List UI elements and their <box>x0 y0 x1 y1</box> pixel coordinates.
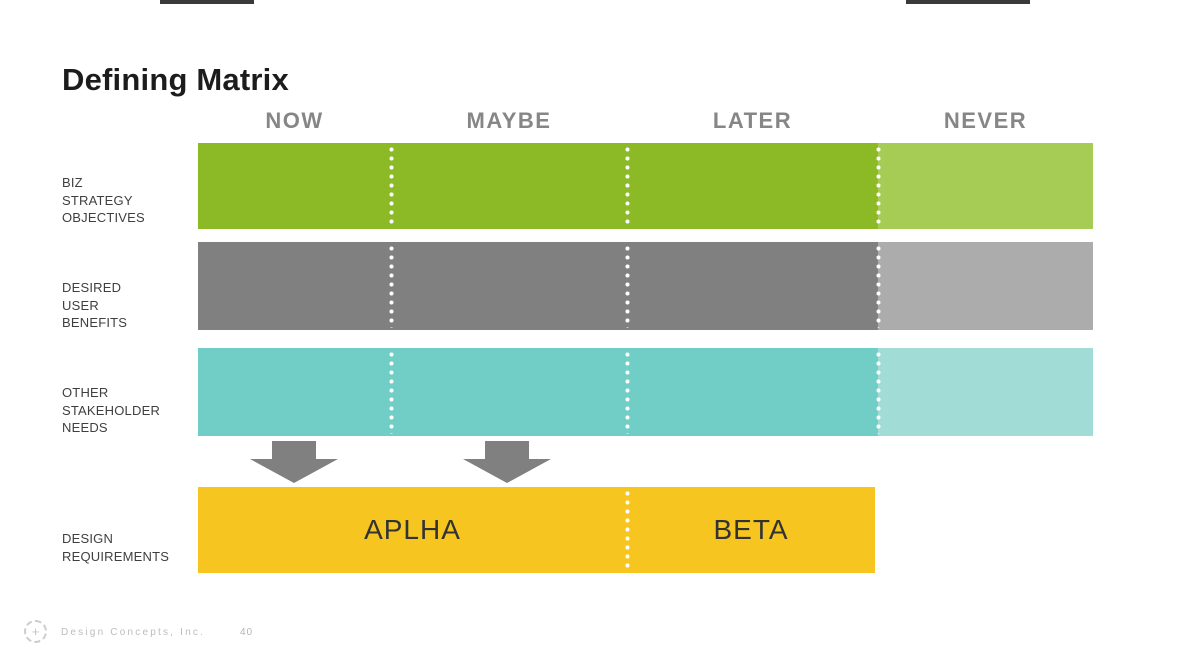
matrix-bar-design-requirements: APLHA BETA <box>198 487 875 573</box>
cropped-tab-fragment-right <box>906 0 1030 4</box>
column-header-maybe: MAYBE <box>466 108 552 133</box>
dotted-separator <box>876 145 881 227</box>
dotted-separator <box>625 145 630 227</box>
bar-segment-main <box>198 242 878 330</box>
bar-segment-main <box>198 143 878 229</box>
dotted-separator <box>389 145 394 227</box>
column-header-later: LATER <box>712 108 793 133</box>
bar-segment-never <box>878 143 1093 229</box>
down-arrow-icon <box>250 441 338 483</box>
down-arrow-icon <box>463 441 551 483</box>
page-number: 40 <box>240 627 254 638</box>
dotted-separator <box>389 350 394 434</box>
design-segment-beta: BETA <box>713 514 789 545</box>
company-logo-icon: + <box>24 620 47 643</box>
row-label-biz-strategy-objectives: BIZ STRATEGY OBJECTIVES <box>62 175 145 225</box>
dotted-separator <box>389 244 394 328</box>
bar-segment-main <box>198 348 878 436</box>
slide-title: Defining Matrix <box>62 62 289 97</box>
matrix-bar-biz-strategy <box>198 143 1093 229</box>
dotted-separator <box>876 244 881 328</box>
bar-segment-never <box>878 242 1093 330</box>
matrix-bar-desired-user-benefits <box>198 242 1093 330</box>
bar-segment-never <box>878 348 1093 436</box>
dotted-separator <box>625 350 630 434</box>
logo-plus-glyph: + <box>31 624 40 639</box>
row-label-design-requirements: DESIGN REQUIREMENTS <box>62 531 170 564</box>
row-label-other-stakeholder-needs: OTHER STAKEHOLDER NEEDS <box>62 385 161 435</box>
row-label-desired-user-benefits: DESIRED USER BENEFITS <box>62 280 128 330</box>
footer-brand-text: Design Concepts, Inc. <box>61 627 206 638</box>
dotted-separator <box>625 244 630 328</box>
column-header-never: NEVER <box>943 108 1028 133</box>
cropped-tab-fragment-left <box>160 0 254 4</box>
dotted-separator <box>876 350 881 434</box>
design-segment-alpha: APLHA <box>364 514 461 545</box>
column-header-now: NOW <box>265 108 324 133</box>
matrix-bar-other-stakeholder-needs <box>198 348 1093 436</box>
dotted-separator <box>625 489 630 571</box>
